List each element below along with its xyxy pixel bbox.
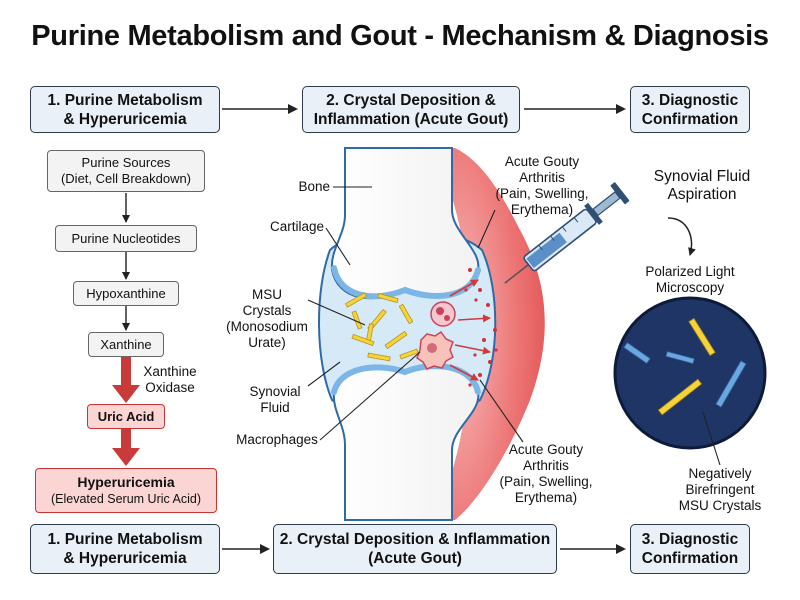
uric-acid-box: Uric Acid [87, 404, 165, 429]
synovial-fluid-label: Synovial Fluid [249, 384, 301, 415]
hypoxanthine-box: Hypoxanthine [73, 281, 179, 306]
aspiration-label: Synovial Fluid Aspiration [653, 168, 751, 203]
xanthine-oxidase-label: Xanthine Oxidase [143, 364, 197, 395]
arthritis-label-top: Acute Gouty Arthritis (Pain, Swelling, E… [495, 154, 589, 217]
microscope-crystals [623, 317, 747, 416]
cartilage-label: Cartilage [269, 219, 324, 234]
bone-label: Bone [298, 179, 330, 194]
bottom-step-3: 3. Diagnostic Confirmation [630, 524, 750, 574]
red-arrow-xanthine [112, 385, 140, 403]
result-label: Negatively Birefringent MSU Crystals [678, 466, 762, 513]
microscope-field [613, 296, 767, 450]
bottom-step-2: 2. Crystal Deposition & Inflammation (Ac… [273, 524, 557, 574]
microscopy-label: Polarized Light Microscopy [645, 264, 735, 295]
top-step-1: 1. Purine Metabolism & Hyperuricemia [30, 86, 220, 133]
msu-crystals-label: MSU Crystals (Monosodium Urate) [226, 287, 308, 350]
page-title: Purine Metabolism and Gout - Mechanism &… [31, 20, 769, 52]
hyperuricemia-box: Hyperuricemia (Elevated Serum Uric Acid) [35, 468, 217, 513]
syringe [504, 182, 630, 284]
purine-nucleotides-box: Purine Nucleotides [55, 225, 197, 252]
xanthine-box: Xanthine [88, 332, 164, 357]
neutrophil-cell [430, 301, 456, 327]
top-step-2: 2. Crystal Deposition & Inflammation (Ac… [302, 86, 520, 133]
inflammatory-dots [464, 268, 498, 387]
macrophages-label: Macrophages [236, 432, 318, 447]
aspiration-arrow [667, 217, 696, 256]
hyperuricemia-title: Hyperuricemia [77, 474, 175, 490]
result-leader [702, 411, 721, 466]
inflammation-arrows [449, 279, 491, 381]
arthritis-label-bottom: Acute Gouty Arthritis (Pain, Swelling, E… [499, 442, 593, 505]
top-step-3: 3. Diagnostic Confirmation [630, 86, 750, 133]
upper-cartilage [331, 265, 481, 300]
purine-sources-box: Purine Sources (Diet, Cell Breakdown) [47, 150, 205, 192]
red-arrow-uric [112, 448, 140, 466]
hyperuricemia-subtitle: (Elevated Serum Uric Acid) [50, 492, 202, 506]
leader-lines [307, 186, 524, 443]
joint-msu-crystals [344, 292, 419, 362]
bottom-step-1: 1. Purine Metabolism & Hyperuricemia [30, 524, 220, 574]
